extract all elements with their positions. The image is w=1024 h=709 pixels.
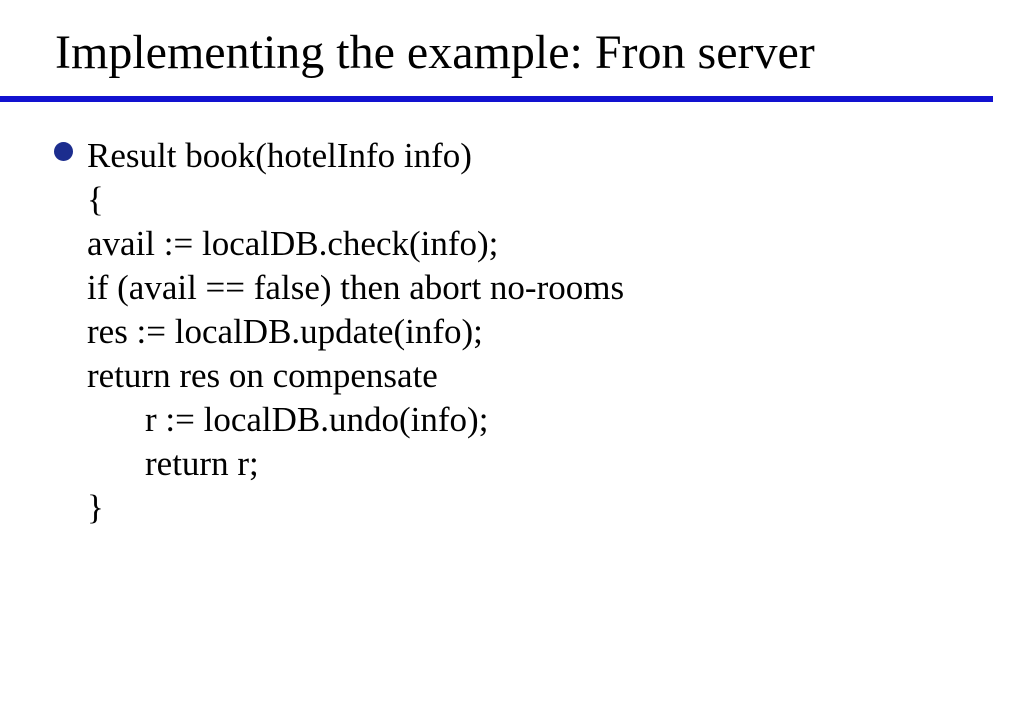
code-line: avail := localDB.check(info); — [87, 224, 499, 263]
code-line: return res on compensate — [87, 356, 438, 395]
list-item-text: Result book(hotelInfo info) — [87, 136, 472, 175]
list-item: Result book(hotelInfo info) — [0, 134, 1024, 178]
slide-body: Result book(hotelInfo info) { avail := l… — [0, 134, 1024, 530]
code-line: return r; — [145, 444, 259, 483]
code-line: if (avail == false) then abort no-rooms — [87, 268, 625, 307]
bullet-icon — [54, 142, 73, 161]
code-line: res := localDB.update(info); — [87, 312, 483, 351]
code-line: } — [87, 488, 104, 527]
code-line: { — [87, 180, 104, 219]
code-line: r := localDB.undo(info); — [145, 400, 489, 439]
page-title: Implementing the example: Fron server — [55, 26, 815, 79]
title-divider — [0, 96, 993, 102]
